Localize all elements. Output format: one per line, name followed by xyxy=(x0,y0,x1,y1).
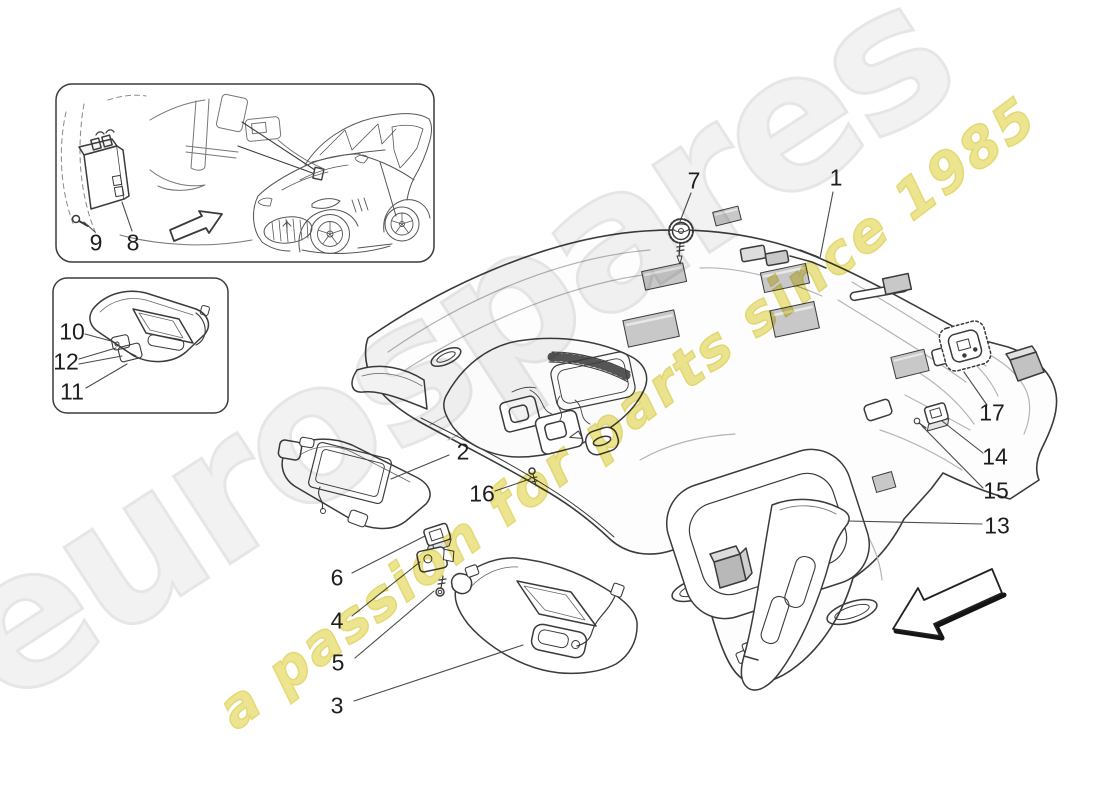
direction-arrow-icon xyxy=(892,568,1007,641)
corner-wedge xyxy=(1005,345,1045,382)
ecu-location-inset-box xyxy=(55,83,435,263)
adhesive-pads xyxy=(622,205,930,493)
console-wiring xyxy=(511,386,591,425)
rail-strip xyxy=(849,272,913,302)
console-screw xyxy=(528,467,538,487)
ecu-unit xyxy=(78,129,130,210)
sun-visor-right xyxy=(450,557,638,675)
callout-1: 1 xyxy=(829,164,843,191)
corner-block xyxy=(709,545,753,589)
overhead-console xyxy=(443,337,648,487)
pillar-trim xyxy=(740,498,850,691)
front-molding-flap xyxy=(351,365,428,410)
sun-visor-detail-inset-box xyxy=(52,277,229,414)
callout-3: 3 xyxy=(330,692,344,719)
sun-visor-detail xyxy=(89,290,210,363)
sun-visor-left xyxy=(277,436,431,530)
callout-17: 17 xyxy=(979,399,1005,426)
mounting-bracket-sketch xyxy=(119,93,323,246)
leader-lines xyxy=(78,191,988,702)
speaker-grille xyxy=(938,320,992,372)
vehicle-sketch xyxy=(253,113,432,254)
callout-7: 7 xyxy=(687,167,701,194)
inset-arrow-icon xyxy=(169,210,223,242)
callout-10: 10 xyxy=(59,318,85,345)
callout-5: 5 xyxy=(331,649,345,676)
visor-mount-hardware xyxy=(416,522,455,597)
callout-13: 13 xyxy=(984,512,1010,539)
callout-14: 14 xyxy=(982,443,1008,470)
callout-9: 9 xyxy=(89,229,103,256)
ecu-screw xyxy=(71,214,89,227)
callout-15: 15 xyxy=(983,477,1009,504)
visor-pivot-hook xyxy=(450,564,480,595)
callout-4: 4 xyxy=(330,607,344,634)
callout-12: 12 xyxy=(53,348,79,375)
callout-16: 16 xyxy=(469,480,495,507)
ecu-position-marker xyxy=(312,166,325,181)
callout-11: 11 xyxy=(60,378,84,405)
callout-8: 8 xyxy=(126,229,140,256)
visor-screw xyxy=(435,575,447,597)
callout-2: 2 xyxy=(456,438,470,465)
roof-latch-detail xyxy=(739,244,827,269)
visor-lamp-unit xyxy=(530,623,588,659)
callout-6: 6 xyxy=(330,564,344,591)
visor-pivot xyxy=(277,436,315,461)
